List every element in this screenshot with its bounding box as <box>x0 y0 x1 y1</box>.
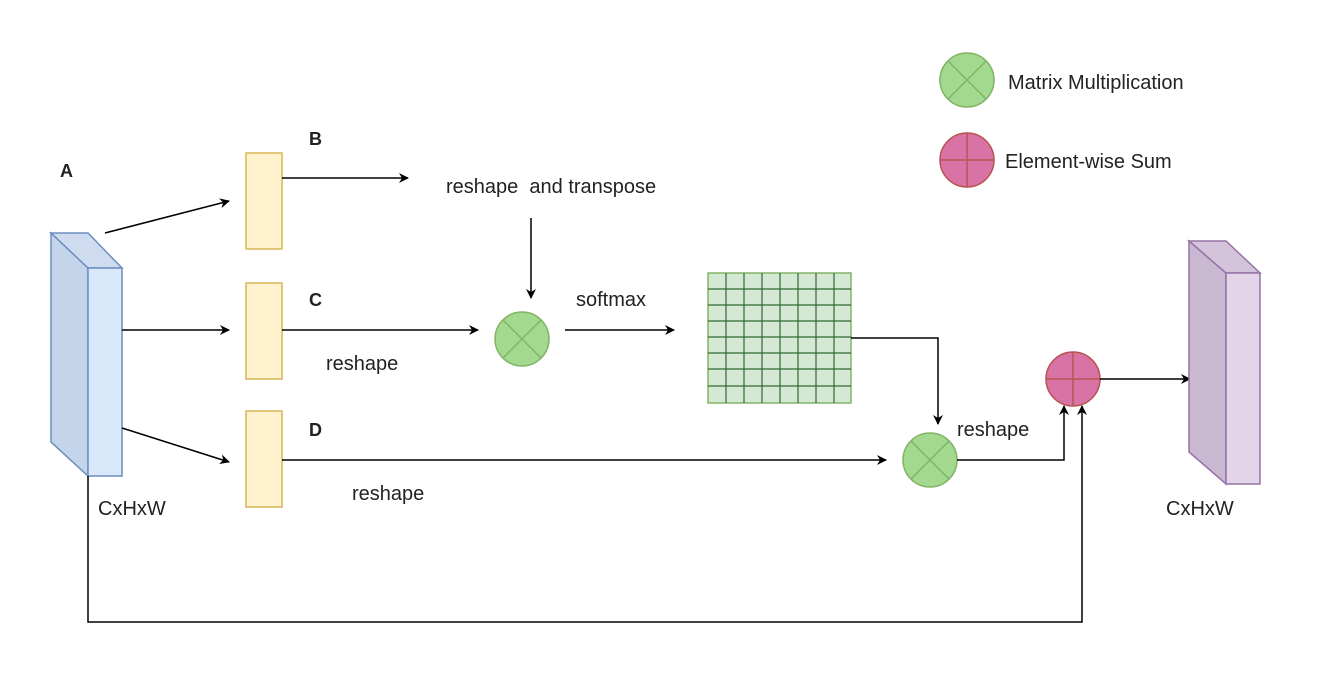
output-block-side <box>1188 239 1227 486</box>
skip-connection-arrow <box>87 405 1087 623</box>
branch-c-op-label: reshape <box>326 353 398 375</box>
reshape-after-label: reshape <box>957 419 1029 441</box>
branch-d-letter: D <box>309 420 322 440</box>
output-block <box>1186 239 1262 486</box>
branch-b-block <box>245 152 283 250</box>
branch-c-letter: C <box>309 290 322 310</box>
input-letter: A <box>60 161 73 181</box>
softmax-label: softmax <box>576 289 646 311</box>
branch-d-op-label: reshape <box>352 483 424 505</box>
output-dims-label: CxHxW <box>1166 498 1234 520</box>
arrow-input-to-b <box>104 198 230 234</box>
branch-b-op-label: reshape and transpose <box>446 176 656 198</box>
legend-matmul-icon <box>939 52 995 108</box>
matmul-node-1 <box>494 311 550 367</box>
arrow-matmul-2-to-sum <box>957 405 1069 461</box>
input-block <box>49 231 124 478</box>
input-dims-label: CxHxW <box>98 498 166 520</box>
output-block-front <box>1225 272 1261 485</box>
input-block-side <box>50 231 89 478</box>
legend-sum-label: Element-wise Sum <box>1005 151 1172 173</box>
arrow-grid-to-matmul-2 <box>851 337 943 425</box>
branch-d-block <box>245 410 283 508</box>
legend-matmul-label: Matrix Multiplication <box>1008 72 1184 94</box>
branch-b-letter: B <box>309 129 322 149</box>
matmul-node-2 <box>902 432 958 488</box>
legend: Matrix Multiplication Element-wise Sum <box>939 52 1184 188</box>
legend-sum-icon <box>939 132 995 188</box>
arrow-input-to-d <box>121 427 230 465</box>
sum-node <box>1045 351 1101 407</box>
branch-c-block <box>245 282 283 380</box>
attention-map-grid <box>707 272 852 404</box>
input-block-front <box>87 267 123 477</box>
